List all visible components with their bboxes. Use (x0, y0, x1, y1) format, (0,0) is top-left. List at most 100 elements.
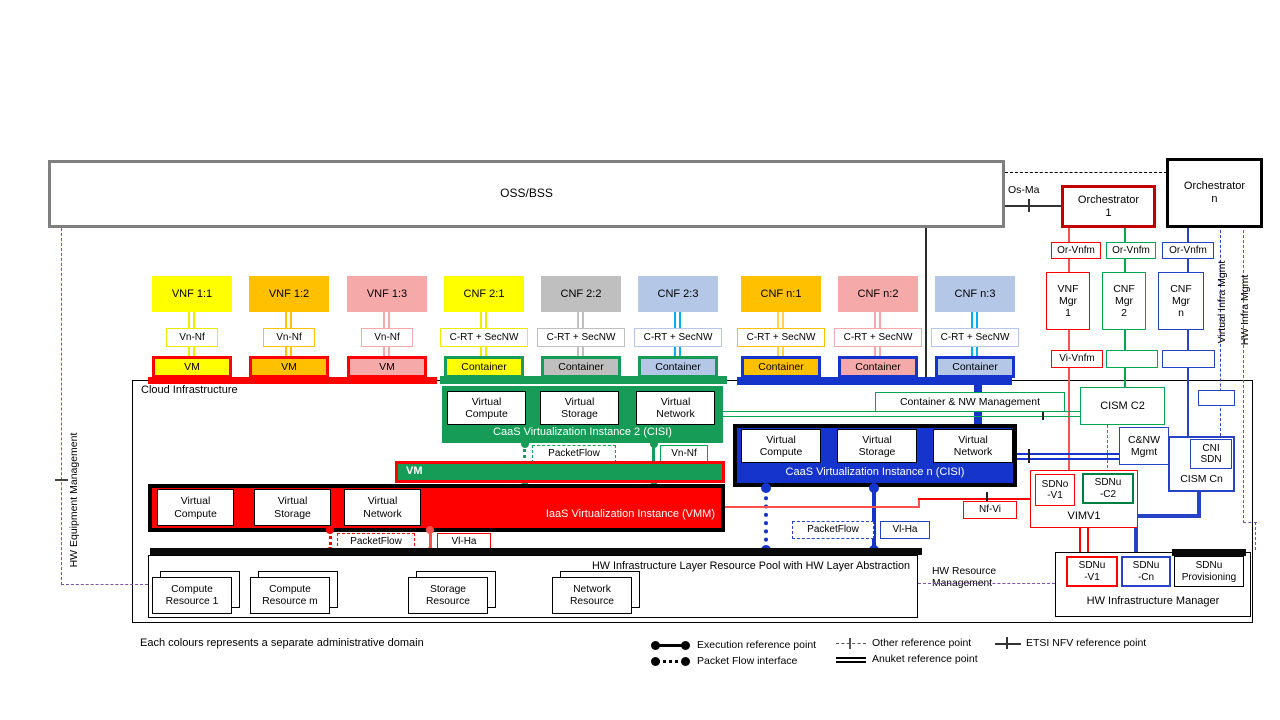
cnw-mgmt-box: C&NW Mgmt (1119, 427, 1169, 465)
sdnu-provisioning-box: SDNu Provisioning (1174, 556, 1244, 587)
caasn-title: CaaS Virtualization Instance n (CISI) (785, 465, 965, 478)
nf-box: CNF 2:3 (638, 276, 718, 312)
legend-execution-label: Execution reference point (697, 639, 817, 651)
cnf-mgr-n-box: CNF Mgr n (1158, 272, 1204, 330)
execution-marker-dot (651, 641, 660, 650)
vnfm-red-line (1068, 228, 1070, 470)
vi-vnfm-green-box (1106, 350, 1158, 368)
compute-resource-m: Compute Resource m (250, 577, 330, 614)
nf-box: VNF 1:3 (347, 276, 427, 312)
hw-equipment-tick (55, 479, 68, 481)
iaas-domain-bar (148, 377, 437, 384)
nfvi-line-h2 (918, 498, 1030, 500)
or-vnfm-green-label: Or-Vnfm (1106, 242, 1156, 259)
nf-box: CNF n:3 (935, 276, 1015, 312)
nf-ref-label: C-RT + SecNW (931, 328, 1019, 347)
anuket-blue-tick-1 (1028, 449, 1030, 463)
iaas-box (148, 484, 725, 532)
nf-box: VNF 1:1 (152, 276, 232, 312)
nfvi-line-h1 (725, 506, 920, 508)
container-nw-mgmt-label: Container & NW Management (875, 392, 1065, 412)
nf-ref-label: C-RT + SecNW (537, 328, 625, 347)
vm-bar-label: VM (406, 465, 423, 477)
legend-other-label: Other reference point (872, 637, 972, 649)
anuket-ref-marker (836, 657, 866, 663)
vm-box: VM (249, 356, 329, 378)
container-box: Container (741, 356, 821, 378)
storage-resource: Storage Resource (408, 577, 488, 614)
container-box: Container (638, 356, 718, 378)
nf-box: VNF 1:2 (249, 276, 329, 312)
packetflow-marker-dot (651, 657, 660, 666)
legend-anuket-label: Anuket reference point (872, 653, 978, 665)
ossbss-cloud-line (925, 228, 927, 380)
cism-cn-label: CISM Cn (1180, 472, 1223, 485)
nf-ref-label: Vn-Nf (263, 328, 315, 347)
cismcn-sdnucn-line-h (1134, 514, 1201, 518)
vi-vnfm-blue-box (1162, 350, 1215, 368)
sdnu-c2-box: SDNu -C2 (1082, 473, 1134, 504)
hw-equipment-dashed-line-v (61, 228, 62, 585)
legend-etsi-label: ETSI NFV reference point (1026, 637, 1147, 649)
container-box: Container (838, 356, 918, 378)
iaas-packetflow-line (329, 530, 332, 551)
cismc2-sdnuc2-dashed-line (1107, 425, 1108, 473)
nfvi-label: Nf-Vi (963, 501, 1017, 519)
cism-c2-box: CISM C2 (1080, 387, 1165, 425)
packetflow-marker-dot (681, 657, 690, 666)
exec-dot (869, 483, 879, 493)
other-ref-tick (849, 638, 851, 649)
sdnu-cn-box: SDNu -Cn (1121, 556, 1171, 587)
caas2-virtual-compute: Virtual Compute (447, 391, 526, 425)
virtual-infra-mgmt-dashed-line (1220, 230, 1221, 436)
nfvi-line-v (918, 499, 920, 508)
other-ref-marker (836, 643, 866, 644)
vm-box: VM (347, 356, 427, 378)
etsi-ref-marker (995, 643, 1021, 645)
container-box: Container (935, 356, 1015, 378)
nf-ref-label: Vn-Nf (361, 328, 413, 347)
caasn-virtual-storage: Virtual Storage (837, 429, 917, 463)
nfvi-etsi-tick (986, 492, 988, 505)
nf-ref-label: C-RT + SecNW (634, 328, 722, 347)
iaas-virtual-network: Virtual Network (344, 489, 421, 526)
caasn-vlha-line (872, 488, 876, 550)
caasn-cismcn-anuket-line (1017, 453, 1168, 460)
exec-dot (521, 440, 529, 448)
nf-box: CNF n:1 (741, 276, 821, 312)
vi-vnfm-label: Vi-Vnfm (1051, 350, 1103, 368)
exec-dot (426, 526, 434, 534)
cni-sdn-box: CNI SDN (1190, 439, 1232, 469)
nf-box: CNF 2:1 (444, 276, 524, 312)
caas2-virtual-network: Virtual Network (636, 391, 715, 425)
vim-label: VIMV1 (1067, 509, 1101, 522)
caasn-packetflow-line (764, 488, 768, 550)
nf-box: CNF n:2 (838, 276, 918, 312)
execution-marker-dot (681, 641, 690, 650)
nf-ref-label: C-RT + SecNW (440, 328, 528, 347)
hw-pool-title: HW Infrastructure Layer Resource Pool wi… (591, 559, 910, 572)
compute-resource-1: Compute Resource 1 (152, 577, 232, 614)
vim-sdnuv1-anuket-line (1079, 528, 1089, 556)
os-ma-tick (1028, 199, 1030, 212)
sdnu-v1-box: SDNu -V1 (1066, 556, 1118, 587)
nf-ref-label: Vn-Nf (166, 328, 218, 347)
hw-abstraction-bar (150, 548, 922, 555)
caas2-domain-bar (440, 376, 727, 384)
network-resource: Network Resource (552, 577, 632, 614)
execution-marker-line (655, 644, 686, 647)
vnf-mgr-1-box: VNF Mgr 1 (1046, 272, 1090, 330)
cismcn-sdnucn-line-v2 (1134, 514, 1138, 556)
or-vnfm-red-label: Or-Vnfm (1051, 242, 1101, 259)
sdno-v1-box: SDNo -V1 (1035, 474, 1075, 506)
os-ma-line (1005, 205, 1061, 207)
ossbss-orchestratorn-dashed-line (1005, 172, 1167, 173)
os-ma-label: Os-Ma (1008, 184, 1040, 196)
iaas-virtual-storage: Virtual Storage (254, 489, 331, 526)
container-box: Container (541, 356, 621, 378)
oss-bss-box: OSS/BSS (48, 160, 1005, 228)
cismcn-sdnucn-line-v1 (1197, 492, 1201, 518)
packetflow-blue-label: PacketFlow (792, 521, 874, 539)
caasn-virtual-compute: Virtual Compute (741, 429, 821, 463)
